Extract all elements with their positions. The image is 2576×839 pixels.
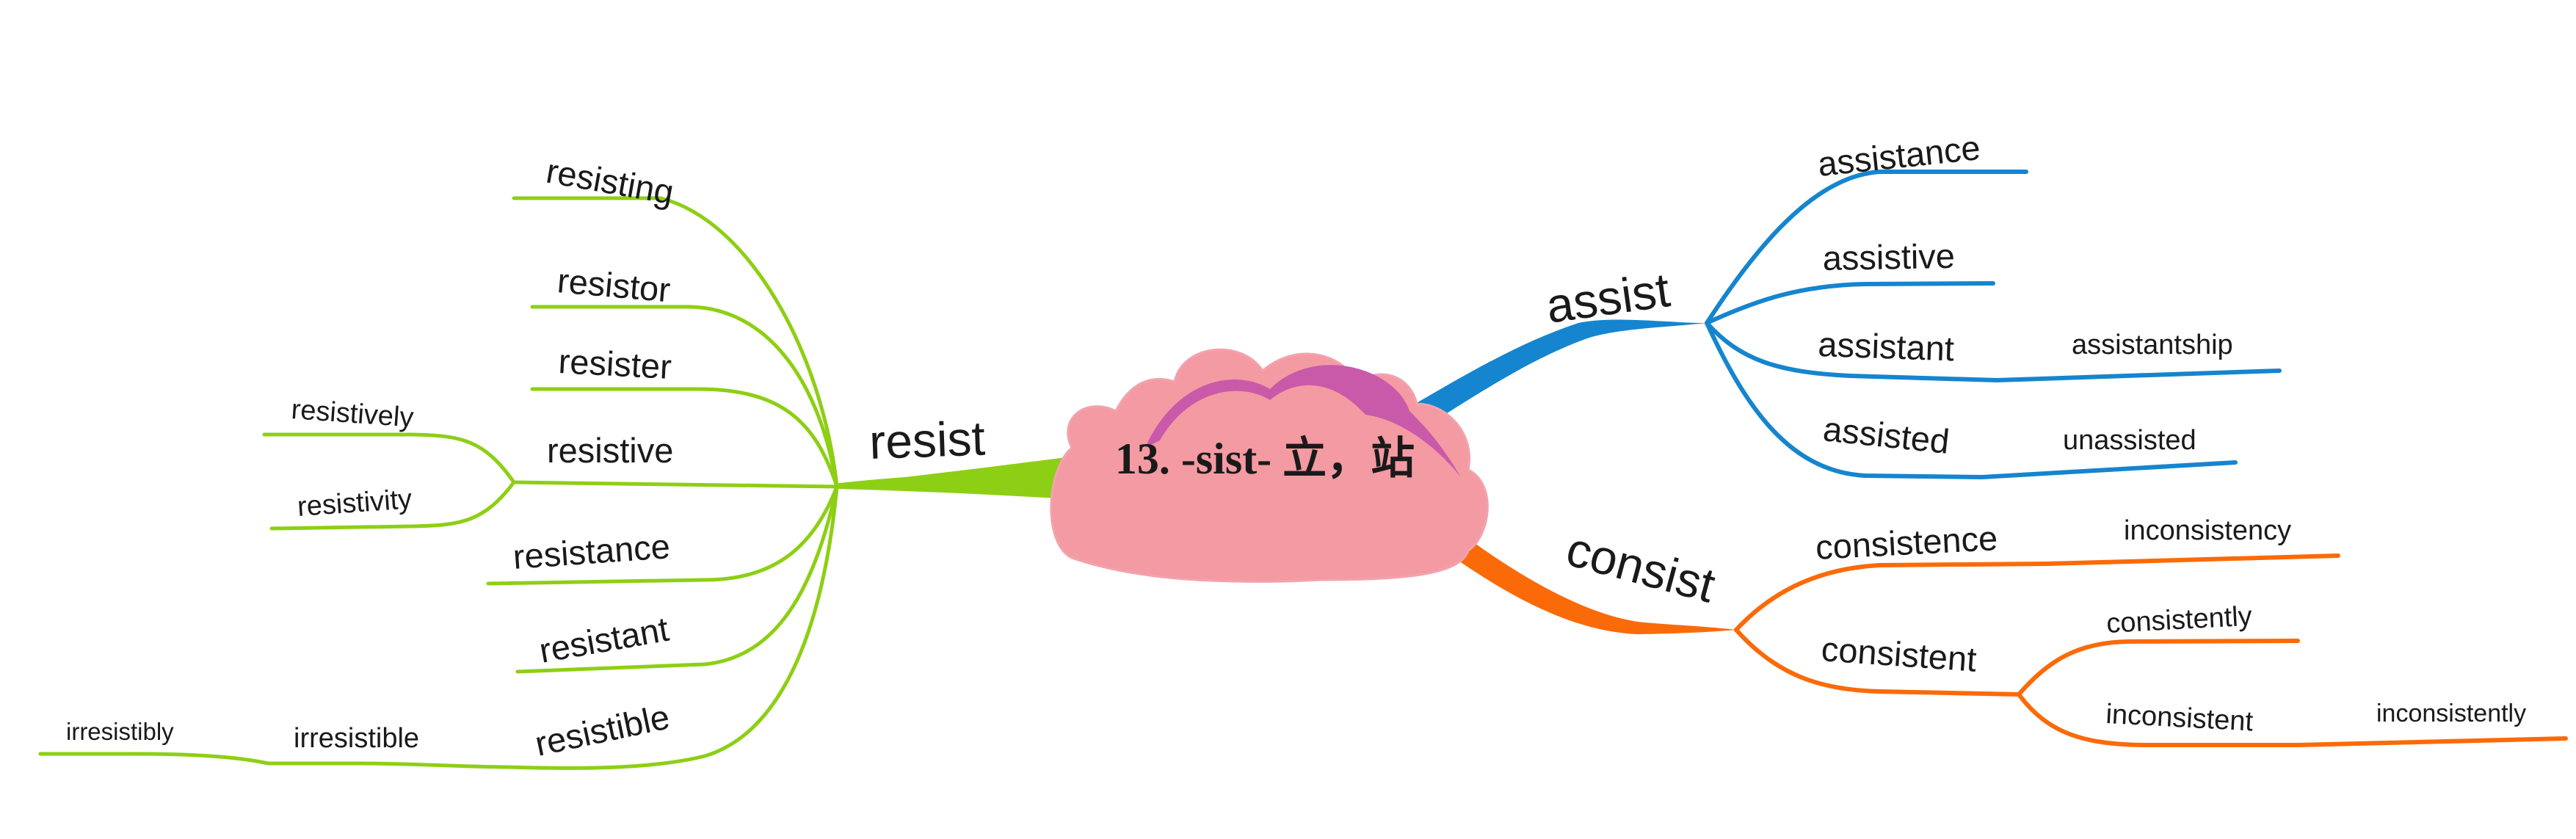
node-consistence[interactable]: consistence <box>1815 518 1999 567</box>
node-irresistibly[interactable]: irresistibly <box>66 718 174 745</box>
node-assistantship[interactable]: assistantship <box>2072 330 2233 360</box>
connector-consistence <box>1734 553 2340 632</box>
node-assistive[interactable]: assistive <box>1822 236 1955 277</box>
node-assistance[interactable]: assistance <box>1816 128 1982 184</box>
connector-consistent <box>1734 628 2021 697</box>
node-resistive[interactable]: resistive <box>547 431 673 470</box>
connector-resistively <box>262 432 516 484</box>
connector-resisting <box>512 196 839 489</box>
connector-irresistibly <box>38 752 270 766</box>
consist-branch-lines <box>1439 525 2568 747</box>
connector-resistivity <box>269 480 516 531</box>
connector-irresistible <box>266 761 509 769</box>
connector-assistant <box>1705 321 2282 383</box>
node-resist[interactable]: resist <box>868 411 986 469</box>
connector-resister <box>530 387 839 489</box>
node-resistance[interactable]: resistance <box>512 526 671 576</box>
node-resistant[interactable]: resistant <box>537 609 672 670</box>
node-resistor[interactable]: resistor <box>556 261 672 309</box>
node-consistent[interactable]: consistent <box>1820 629 1978 679</box>
node-inconsistent[interactable]: inconsistent <box>2105 699 2254 737</box>
node-assisted[interactable]: assisted <box>1821 409 1951 461</box>
central-topic-title: 13. -sist- 立，站 <box>1115 435 1415 483</box>
node-resistivity[interactable]: resistivity <box>297 484 413 523</box>
connector-assistance <box>1705 170 2028 325</box>
node-consistently[interactable]: consistently <box>2105 601 2252 639</box>
node-assistant[interactable]: assistant <box>1818 324 1955 368</box>
connector-resistible <box>504 484 839 770</box>
cloud-accent <box>1145 365 1461 477</box>
resist-main-connector-body <box>837 457 1072 499</box>
consist-main-connector <box>1439 525 1736 634</box>
node-resister[interactable]: resister <box>557 341 672 386</box>
node-inconsistently[interactable]: inconsistently <box>2376 700 2526 727</box>
connector-resistor <box>530 305 839 489</box>
connector-consistently <box>2017 639 2300 697</box>
node-resistible[interactable]: resistible <box>531 697 672 763</box>
connector-assisted <box>1705 321 2238 480</box>
node-resisting[interactable]: resisting <box>543 151 677 212</box>
connector-assistive <box>1705 281 1995 325</box>
node-resistively[interactable]: resistively <box>290 394 414 434</box>
connector-resistance <box>486 484 839 586</box>
central-cloud: 13. -sist- 立，站 <box>1050 348 1489 583</box>
connector-resistive <box>512 480 839 489</box>
connector-inconsistent <box>2017 692 2568 747</box>
node-inconsistency[interactable]: inconsistency <box>2124 515 2291 546</box>
connector-resistant <box>515 484 839 674</box>
node-irresistible[interactable]: irresistible <box>294 723 419 754</box>
resist-branch-lines <box>38 196 1073 770</box>
node-consist[interactable]: consist <box>1561 521 1721 613</box>
node-unassisted[interactable]: unassisted <box>2063 425 2196 456</box>
